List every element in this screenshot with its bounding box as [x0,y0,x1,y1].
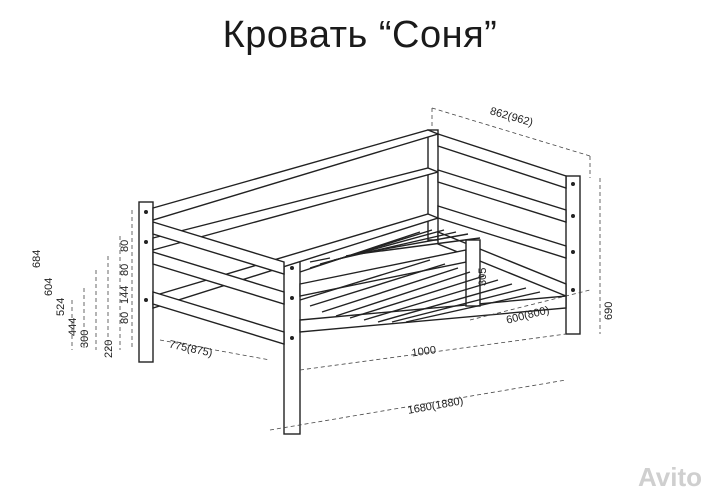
watermark: Avito [637,462,702,492]
slats [299,229,541,323]
dim-small-0: 80 [119,240,131,252]
headboard-rail-3 [437,205,567,259]
dim-left-2: 524 [55,298,67,316]
leg-back-far [427,129,439,241]
dim-left-5: 220 [103,340,115,358]
dimension-lines [71,107,601,431]
dim-left-0: 684 [31,250,43,268]
footboard-rail-3 [152,291,285,345]
leg-right-front [565,175,581,335]
page-title: Кровать “Соня” [222,14,498,56]
dim-inner-length: 1000 [411,344,437,359]
dim-small-2: 144 [119,286,131,304]
bolt-holes [144,182,575,340]
dim-total-length: 1680(1880) [407,395,465,417]
bed-frame [138,129,581,435]
dim-left-3: 444 [67,318,79,336]
dim-depth-left: 775(875) [168,339,214,360]
headboard-rail-1 [437,133,567,189]
footboard-rail-1 [152,221,285,275]
dim-left-1: 604 [43,278,55,296]
dim-width-top: 862(962) [489,105,535,129]
dim-height-right: 690 [603,302,615,320]
footboard-rail-2 [152,251,285,305]
leg-back-left [138,201,154,363]
leg-front-left [283,258,301,435]
headboard-rail-2 [437,169,567,223]
dim-small-1: 80 [119,264,131,276]
dim-small-3: 80 [119,312,131,324]
dim-guard-height: 305 [477,268,489,286]
dim-left-4: 300 [79,330,91,348]
